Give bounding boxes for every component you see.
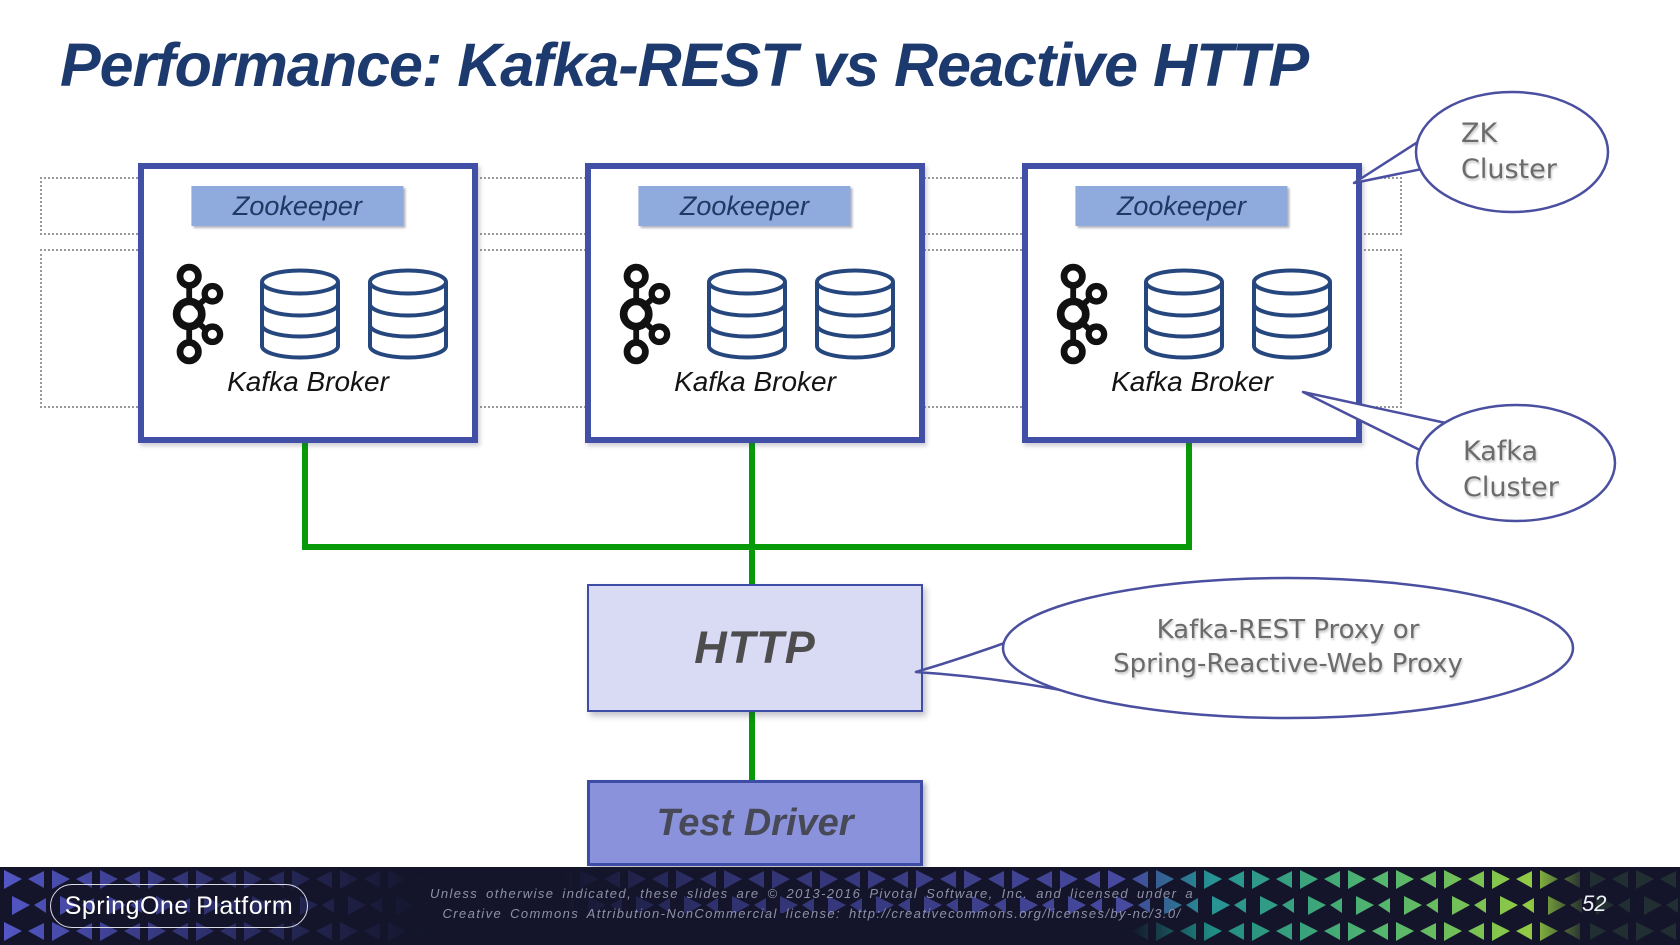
- proxy-callout-line1: Kafka-REST Proxy or: [1156, 615, 1420, 645]
- kafka-callout-line1: Kafka: [1463, 436, 1538, 467]
- kafka-broker-label: Kafka Broker: [674, 366, 836, 397]
- zk-cluster-callout-text: ZK Cluster: [1461, 116, 1557, 188]
- test-driver-box: Test Driver: [587, 780, 923, 866]
- http-label: HTTP: [694, 622, 816, 673]
- zookeeper-label: Zookeeper: [638, 186, 851, 226]
- database-icon: [707, 268, 787, 360]
- broker-icons: [591, 263, 919, 365]
- zk-callout-line1: ZK: [1461, 118, 1498, 149]
- database-icon: [260, 268, 340, 360]
- connector-broker1: [302, 437, 308, 547]
- kafka-icon: [172, 263, 224, 365]
- connector-bus: [302, 544, 1192, 550]
- broker-icons: [144, 263, 472, 365]
- test-driver-label: Test Driver: [656, 801, 854, 844]
- slide-title: Performance: Kafka-REST vs Reactive HTTP: [60, 31, 1309, 99]
- kafka-broker-box-2: Zookeeper: [585, 163, 925, 443]
- kafka-broker-label: Kafka Broker: [227, 366, 389, 397]
- zookeeper-label: Zookeeper: [1075, 186, 1288, 226]
- database-icon: [1252, 268, 1332, 360]
- database-icon: [1144, 268, 1224, 360]
- connector-broker2: [749, 437, 755, 584]
- proxy-callout-line2: Spring-Reactive-Web Proxy: [1113, 649, 1463, 679]
- license-line2: Creative Commons Attribution-NonCommerci…: [442, 906, 1182, 921]
- http-box: HTTP: [587, 584, 923, 712]
- broker-icons: [1028, 263, 1356, 365]
- kafka-callout-line2: Cluster: [1463, 472, 1559, 503]
- kafka-broker-box-3: Zookeeper: [1022, 163, 1362, 443]
- proxy-callout-text: Kafka-REST Proxy or Spring-Reactive-Web …: [1038, 613, 1538, 681]
- footer: SpringOne Platform Unless otherwise indi…: [0, 867, 1680, 945]
- springone-platform-logo-text: SpringOne Platform: [64, 891, 294, 920]
- zk-callout-line2: Cluster: [1461, 154, 1557, 185]
- kafka-icon: [1056, 263, 1108, 365]
- license-text: Unless otherwise indicated, these slides…: [422, 884, 1202, 924]
- database-icon: [815, 268, 895, 360]
- kafka-icon: [619, 263, 671, 365]
- license-line1: Unless otherwise indicated, these slides…: [430, 886, 1194, 901]
- springone-platform-logo: SpringOne Platform: [50, 884, 308, 928]
- zookeeper-label: Zookeeper: [191, 186, 404, 226]
- page-number: 52: [1582, 891, 1607, 916]
- kafka-broker-box-1: Zookeeper: [138, 163, 478, 443]
- connector-http-testdriver: [749, 712, 755, 780]
- kafka-broker-label: Kafka Broker: [1111, 366, 1273, 397]
- connector-broker3: [1186, 437, 1192, 547]
- kafka-cluster-callout-text: Kafka Cluster: [1463, 434, 1559, 506]
- database-icon: [368, 268, 448, 360]
